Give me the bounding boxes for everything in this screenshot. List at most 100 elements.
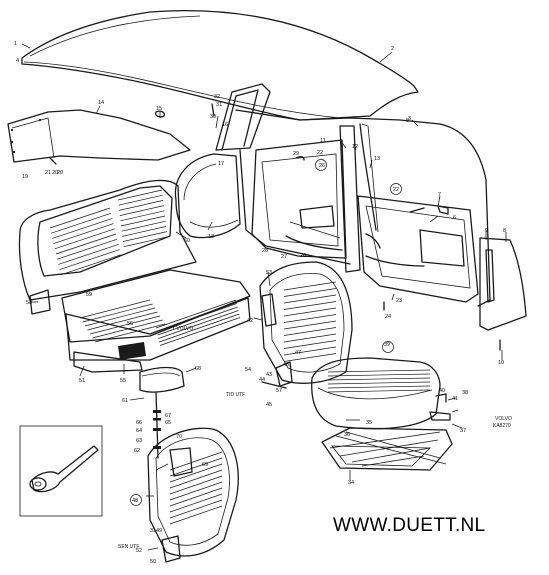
lower-backrest-pleat-line — [169, 469, 223, 489]
drawing-code-line-1: VOLVO — [495, 416, 512, 422]
label-tid-utf: TID UTF — [226, 392, 245, 398]
cushion-pleat-line — [156, 303, 237, 332]
callout-62: 62 — [134, 448, 140, 454]
drawing-code: VOLVO KA8270 — [493, 416, 512, 429]
front-backrest-pleat-line — [283, 281, 337, 291]
callout-24: 24 — [385, 314, 391, 320]
callout-31b: 31 — [150, 528, 156, 534]
backrest-pleats — [49, 189, 168, 276]
front-backrest-pleat-line — [283, 327, 337, 336]
headrest — [139, 366, 185, 393]
cushion-pleat-line — [92, 319, 163, 339]
callout-37: 37 — [460, 428, 466, 434]
front-backrest-pleats — [283, 281, 337, 362]
front-backrest-pleat-line — [283, 340, 337, 349]
rear-seat-backrest — [18, 179, 197, 301]
callout-69: 69 — [202, 462, 208, 468]
front-backrest-pleat-line — [283, 333, 337, 343]
backrest-pleat-line — [123, 236, 168, 248]
front-seat-backrest-rear-view — [147, 427, 239, 563]
callout-28: 28 — [262, 248, 268, 254]
callout-57: 57 — [276, 388, 282, 394]
callout-29: 29 — [293, 151, 299, 157]
callout-47: 47 — [295, 350, 301, 356]
cushion-pleat-line — [157, 306, 238, 336]
callout-26-circled: 26 — [319, 163, 325, 169]
callout-45: 45 — [266, 402, 272, 408]
cushion-pleat-line — [159, 313, 240, 343]
callout-55: 55 — [120, 378, 126, 384]
callout-61: 61 — [122, 398, 128, 404]
b-pillar-trim — [339, 123, 379, 273]
callout-66: 66 — [136, 420, 142, 426]
variant-labels: TID UTF SEN UTF T VOLVO — [118, 326, 245, 550]
callout-68: 68 — [195, 366, 201, 372]
backrest-pleat-line — [51, 212, 112, 234]
front-cushion-pleat-line — [327, 377, 431, 381]
cushion-pleats — [79, 299, 241, 346]
cushion-pleat-line — [89, 315, 161, 335]
cushion-pleat-line — [79, 299, 151, 319]
drawing-code-line-2: KA8270 — [493, 423, 511, 429]
front-cushion-pleat-line — [327, 369, 431, 373]
cushion-pleat-line — [87, 311, 158, 331]
callout-14: 14 — [98, 100, 104, 106]
leader-lines — [21, 43, 507, 551]
callout-7: 7 — [438, 192, 441, 198]
callout-4: 4 — [16, 58, 19, 64]
label-sen-utf: SEN UTF — [118, 544, 139, 550]
callout-2: 2 — [391, 46, 394, 52]
front-backrest-pleat-line — [283, 314, 337, 323]
callout-39: 39 — [384, 342, 390, 348]
callout-63: 63 — [136, 438, 142, 444]
backrest-pleat-line — [59, 249, 120, 270]
front-backrest-pleat-line — [283, 288, 337, 297]
callout-3: 3 — [408, 116, 411, 122]
callout-12: 12 — [352, 144, 358, 150]
lower-backrest-pleat-line — [169, 505, 223, 525]
front-backrest-pleat-line — [283, 307, 337, 317]
backrest-pleat-line — [52, 218, 113, 239]
headrest-hardware — [153, 391, 161, 459]
front-backrest-pleat-line — [283, 320, 337, 330]
cushion-pleat-line — [155, 299, 237, 329]
front-cushion-pleat-line — [327, 389, 431, 393]
callout-46: 46 — [283, 362, 289, 368]
callout-22: 22 — [317, 150, 323, 156]
backrest-pleat-line — [119, 200, 164, 211]
callout-19: 19 — [22, 174, 28, 180]
callout-43: 43 — [266, 372, 272, 378]
small-fasteners — [29, 103, 501, 421]
callout-17: 17 — [218, 161, 224, 167]
rear-seat-cushion — [61, 269, 251, 373]
callout-20: 20 — [52, 170, 58, 176]
lower-backrest-pleat-line — [169, 487, 223, 507]
callout-13: 13 — [374, 156, 380, 162]
backrest-pleat-line — [118, 194, 163, 206]
seat-spring-mechanism — [118, 342, 146, 360]
front-cushion-pleats — [327, 369, 431, 393]
label-text-upper: T VOLVO — [172, 326, 193, 332]
callout-49: 49 — [156, 528, 162, 534]
lower-backrest-pleat-line — [169, 481, 223, 501]
callout-53: 53 — [266, 270, 272, 276]
panel-clip-studs — [10, 118, 42, 154]
callout-15: 15 — [156, 106, 162, 112]
seat-frame — [321, 427, 453, 471]
cushion-pleat-line — [158, 310, 239, 339]
lower-backrest-pleat-line — [169, 475, 223, 495]
front-cushion-pleat-line — [327, 385, 431, 389]
front-backrest-pleat-line — [283, 353, 337, 362]
front-cushion-pleat-line — [327, 373, 431, 377]
callout-52: 52 — [136, 548, 142, 554]
lower-backrest-pleat-line — [169, 493, 223, 513]
callout-34: 34 — [348, 480, 354, 486]
callout-9: 9 — [485, 228, 488, 234]
backrest-pleat-line — [55, 233, 117, 255]
callout-56: 56 — [127, 321, 133, 327]
callout-38: 38 — [462, 390, 468, 396]
callout-32: 32 — [214, 94, 220, 100]
callout-65: 65 — [165, 420, 171, 426]
callout-16: 16 — [222, 122, 228, 128]
callout-44: 44 — [259, 377, 265, 383]
